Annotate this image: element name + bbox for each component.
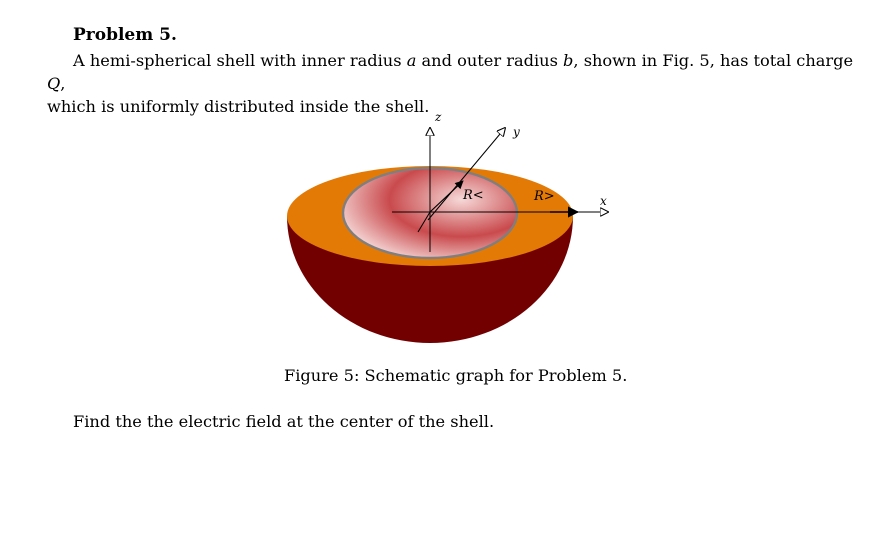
- problem-statement: A hemi-spherical shell with inner radius…: [47, 49, 867, 118]
- hemisphere-diagram: z y x R< R>: [287, 110, 640, 343]
- statement-part2: and outer radius: [416, 51, 564, 70]
- statement-line2: which is uniformly distributed inside th…: [47, 97, 430, 116]
- y-axis-label: y: [512, 125, 520, 139]
- x-axis-label: x: [600, 194, 607, 208]
- inner-radius-arrow: [429, 180, 464, 213]
- figure-caption: Figure 5: Schematic graph for Problem 5.: [284, 366, 628, 385]
- variable-a: a: [406, 51, 417, 70]
- figure-hemisphere: z y x R< R>: [280, 108, 640, 358]
- statement-part3: , shown in Fig. 5, has total charge: [573, 51, 854, 70]
- y-axis: [427, 128, 505, 221]
- problem-heading: Problem 5.: [73, 25, 177, 45]
- outer-radius-label: R>: [533, 189, 555, 204]
- problem-task: Find the the electric field at the cente…: [73, 412, 495, 431]
- statement-part1: A hemi-spherical shell with inner radius: [73, 51, 407, 70]
- variable-q: Q: [47, 74, 61, 93]
- statement-part4: ,: [60, 74, 66, 93]
- variable-b: b: [563, 51, 574, 70]
- inner-radius-label: R<: [462, 188, 484, 203]
- y-axis-back: [417, 211, 431, 233]
- z-axis-label: z: [434, 110, 442, 124]
